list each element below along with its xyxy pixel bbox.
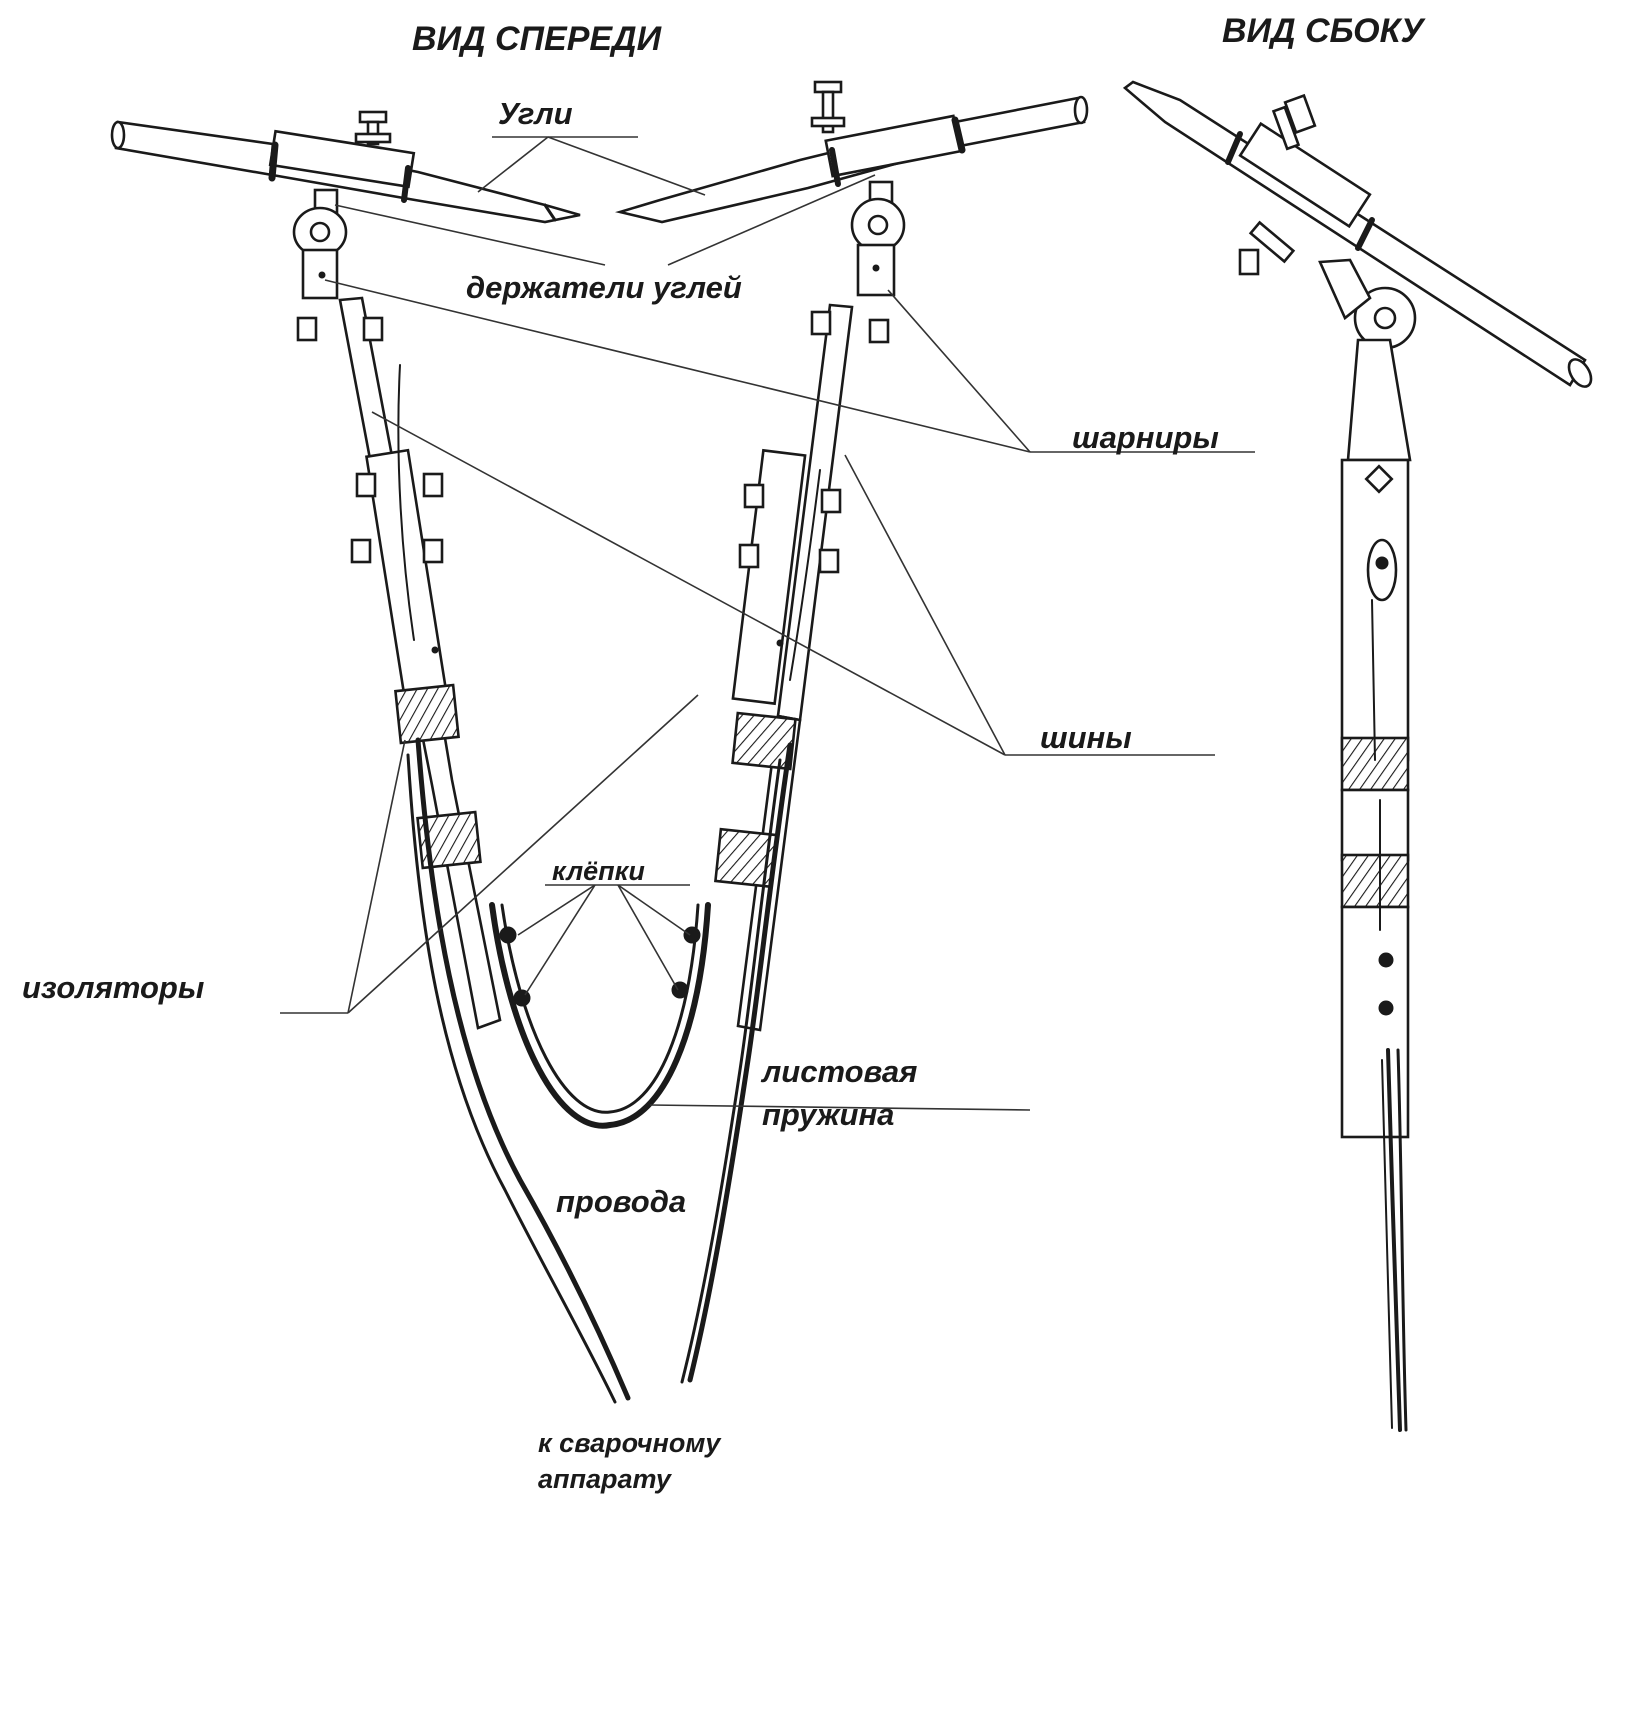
label-rivets: клёпки [552,856,645,886]
label-hinges: шарниры [1072,420,1219,455]
left-clamp-screw [354,110,392,146]
label-insulators: изоляторы [22,970,204,1005]
label-carbons: Угли [498,96,573,131]
side-wire [1381,1048,1408,1432]
side-bus-bar [1340,338,1412,762]
left-hinge [292,188,348,300]
side-view-title: ВИД СБОКУ [1222,12,1427,50]
left-insulators [394,683,482,870]
label-to-welder-line1: к сварочному [538,1428,722,1458]
label-spring-line1: листовая [760,1054,917,1089]
labels: ВИД СПЕРЕДИ ВИД СБОКУ Угли держатели угл… [22,12,1427,1494]
right-hinge [850,180,906,297]
label-to-welder-line2: аппарату [538,1464,673,1494]
right-bus-bar [731,303,890,1032]
wires [397,364,821,1404]
label-spring-line2: пружина [762,1097,894,1132]
rivets [499,926,701,1007]
leader-lines [280,136,1255,1111]
left-bus-bar [296,296,502,1030]
side-lower-part [1340,599,1410,1139]
side-carbon-rod [1122,80,1593,388]
side-hinge [1318,258,1417,350]
right-insulators [714,711,797,889]
side-insulators [1340,736,1410,909]
front-view [110,80,1089,1404]
label-wires: провода [556,1184,686,1219]
right-carbon-rod [614,95,1089,224]
side-view [1122,80,1593,1432]
front-view-title: ВИД СПЕРЕДИ [412,20,663,58]
label-buses: шины [1040,720,1132,755]
side-clamp-screw [1238,93,1317,276]
right-clamp-screw [810,80,846,134]
leaf-spring [489,902,711,1129]
left-carbon-rod [110,120,581,224]
label-holders: держатели углей [466,270,742,305]
